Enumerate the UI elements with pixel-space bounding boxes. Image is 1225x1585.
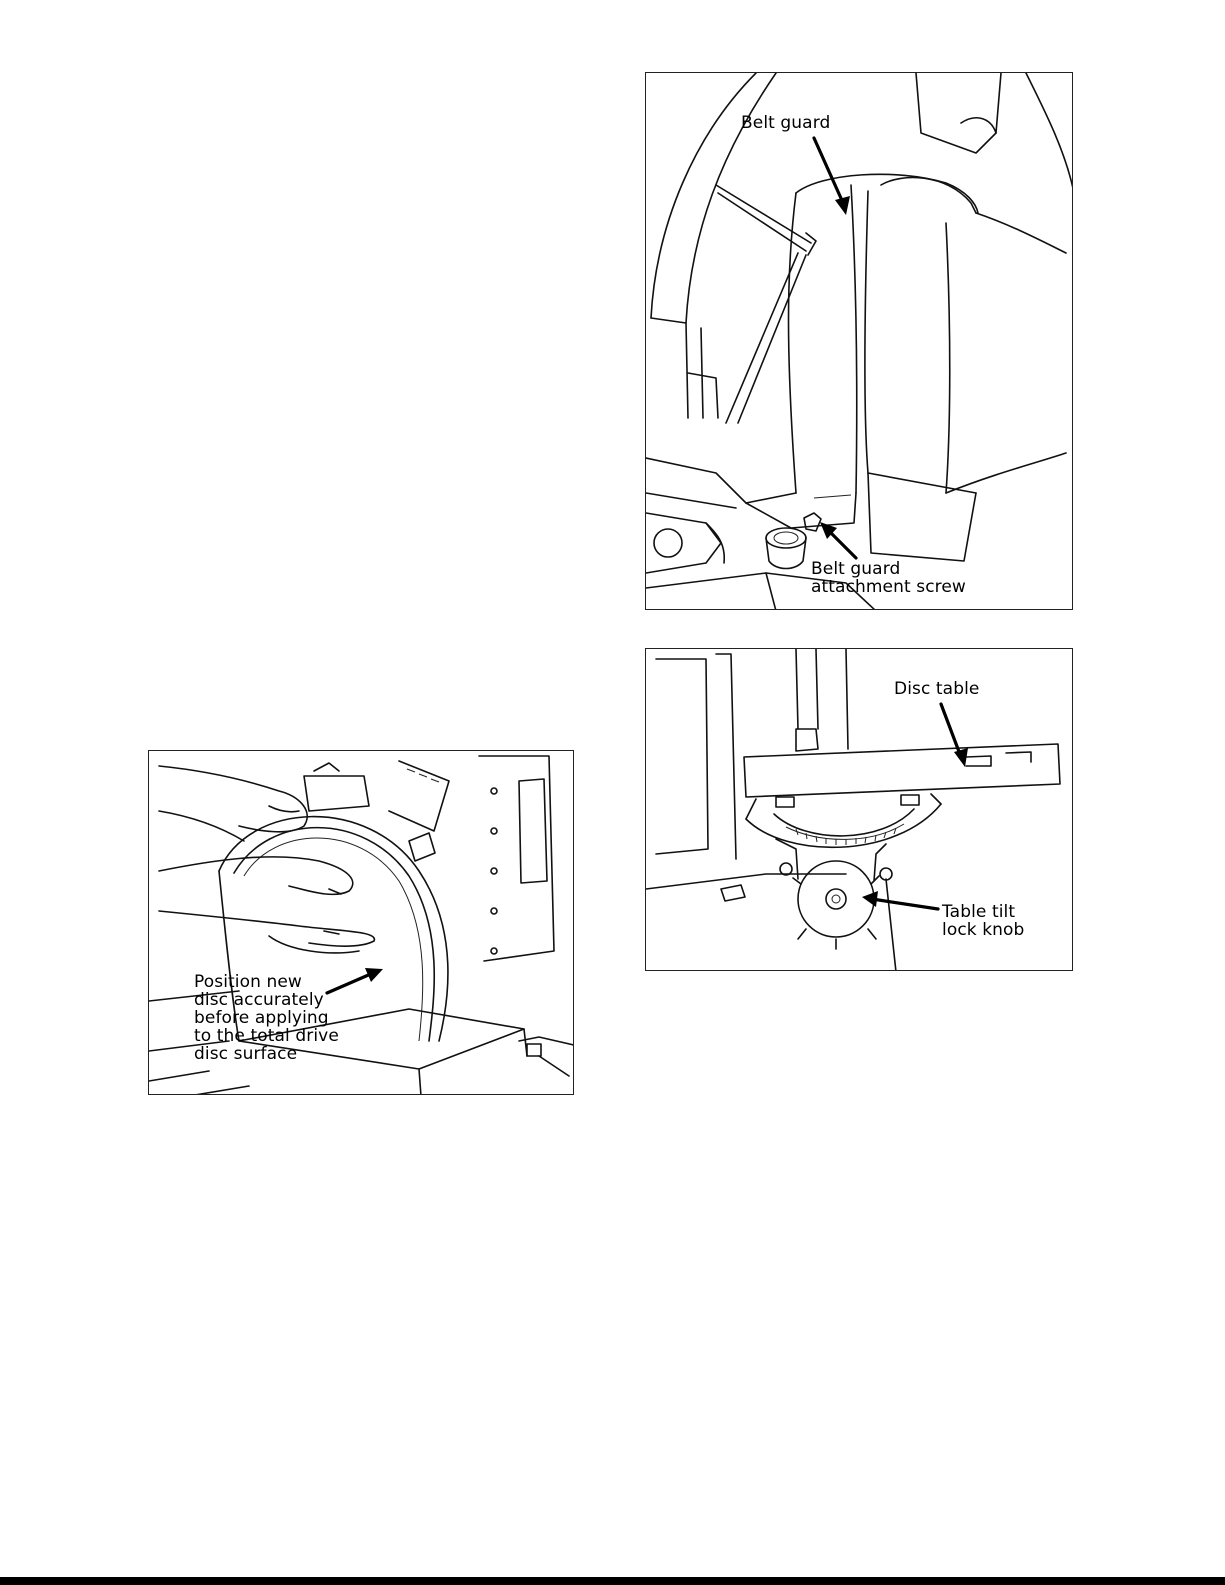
- figure-belt-guard: Belt guard Belt guard attachment screw: [645, 72, 1073, 610]
- disc-table-label: Disc table: [894, 680, 979, 699]
- belt-guard-illustration: [646, 73, 1073, 610]
- table-tilt-lock-knob-label-line2: lock knob: [942, 921, 1024, 940]
- figure-disc-table: Disc table Table tilt lock knob: [645, 648, 1073, 971]
- belt-guard-screw-label-line2: attachment screw: [811, 578, 966, 597]
- figure-sanding-disc: Position new disc accurately before appl…: [148, 750, 574, 1095]
- belt-guard-label: Belt guard: [741, 114, 830, 133]
- page-bottom-rule: [0, 1577, 1225, 1585]
- sanding-disc-label-line5: disc surface: [194, 1045, 297, 1064]
